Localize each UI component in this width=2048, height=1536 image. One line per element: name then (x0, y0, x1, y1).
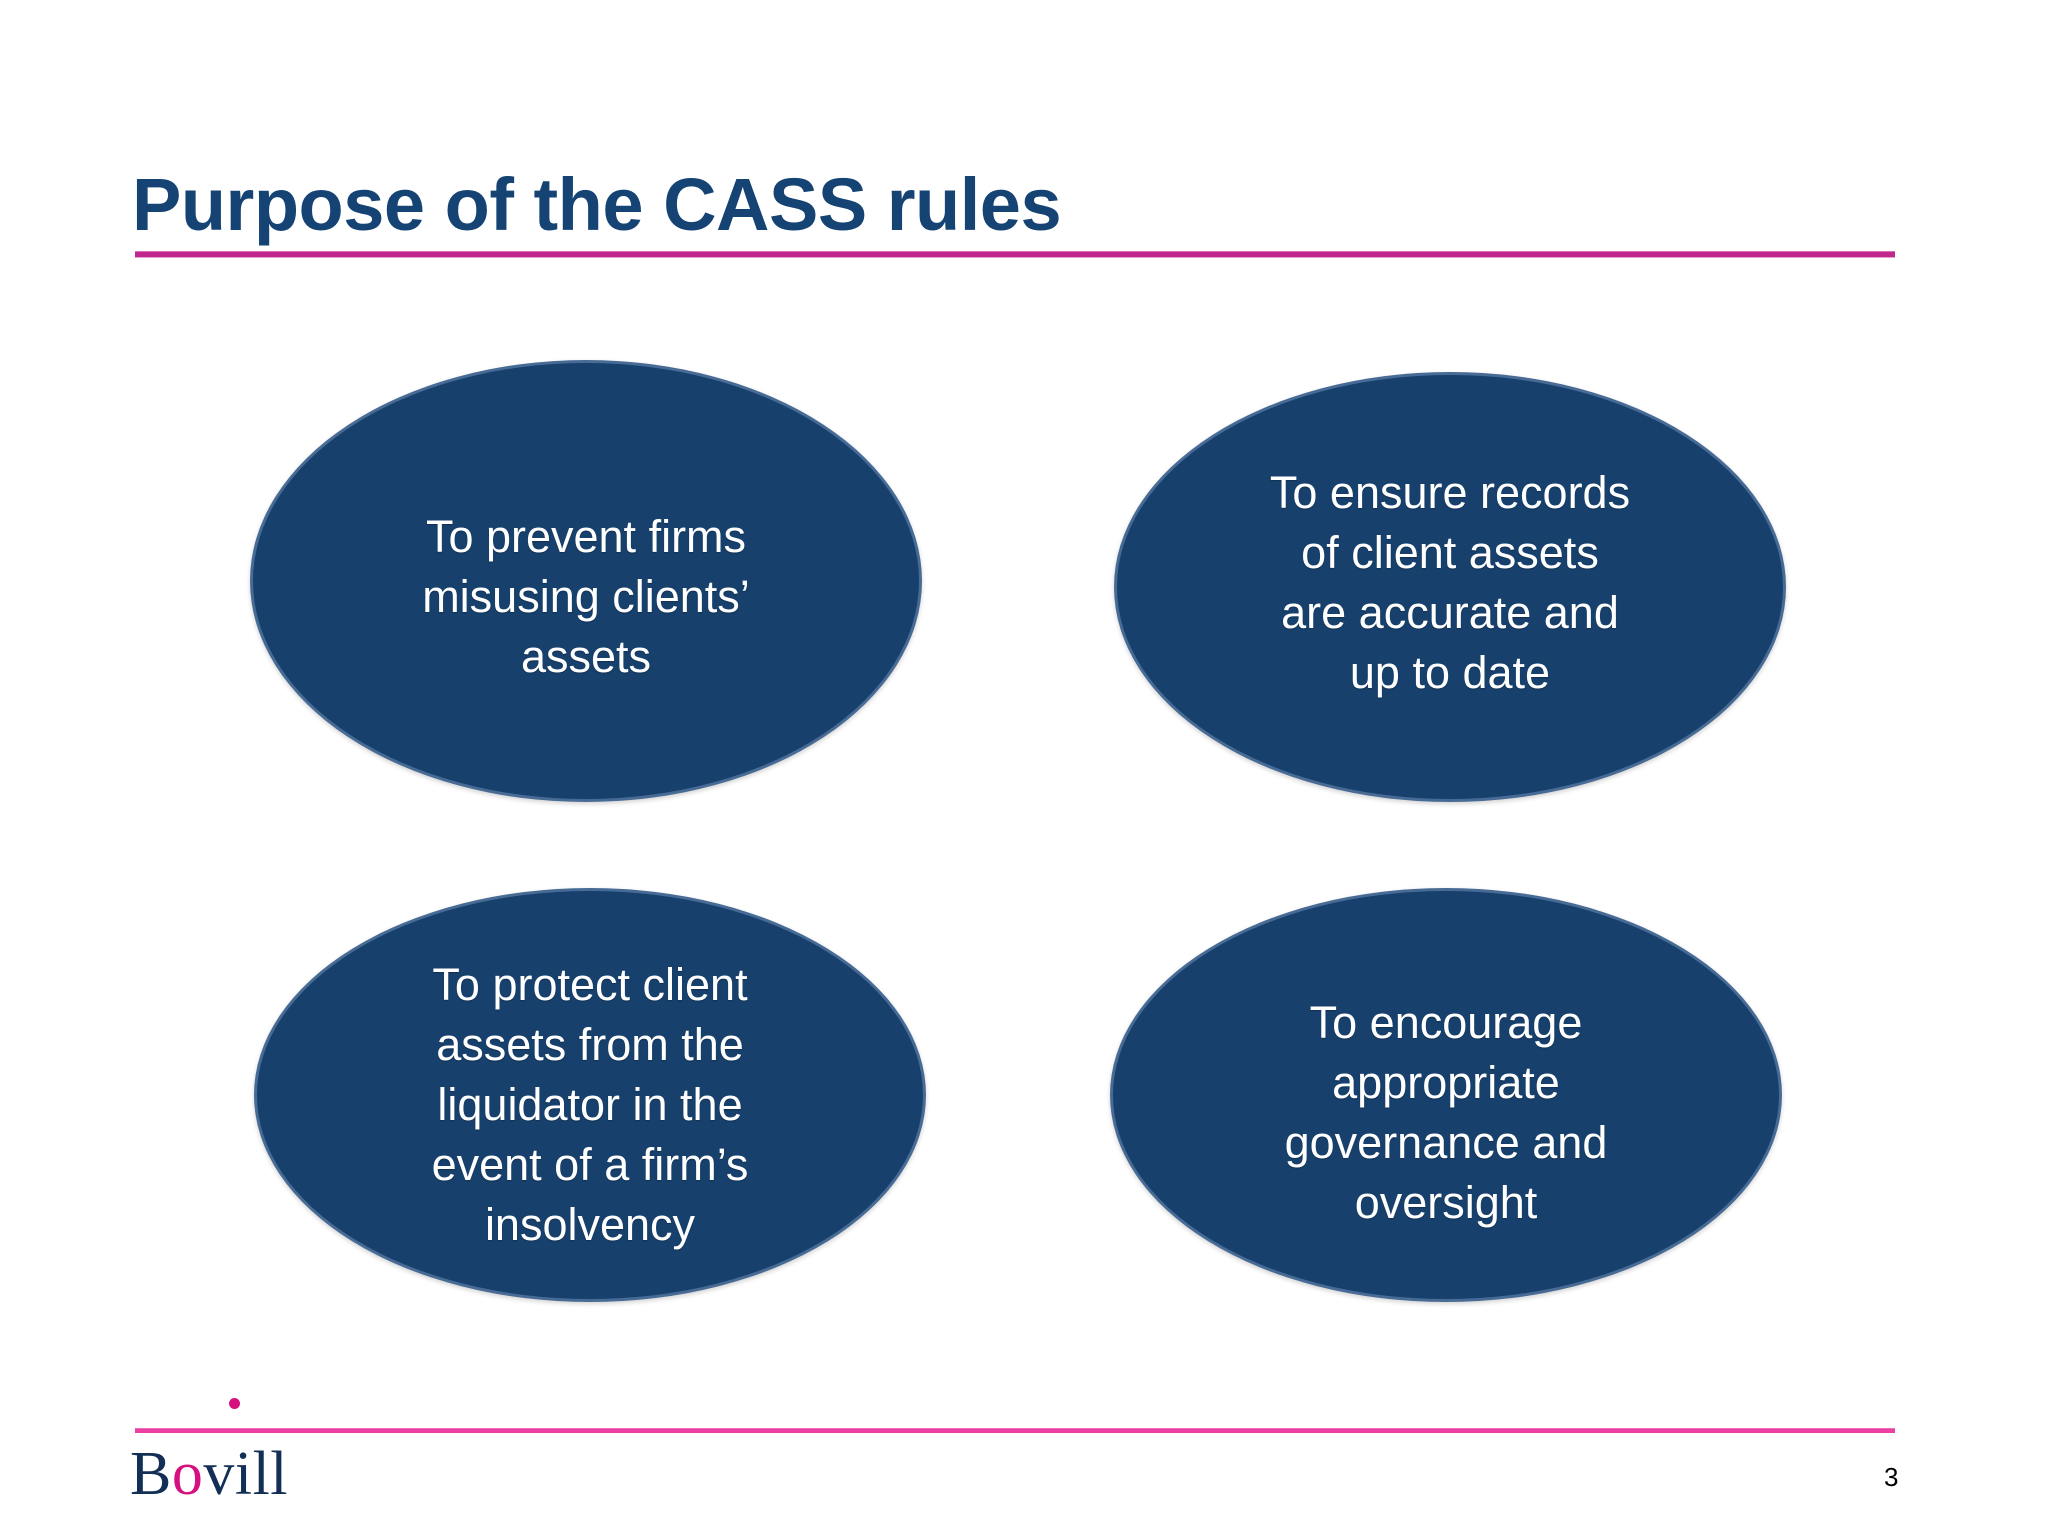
purpose-ellipse-label: To prevent firms misusing clients’ asset… (422, 511, 750, 682)
purpose-ellipse-governance-oversight[interactable]: To encourage appropriate governance and … (1110, 888, 1782, 1302)
purpose-ellipse-label: To protect client assets from the liquid… (431, 959, 749, 1250)
logo-accent-letter: o (171, 1440, 204, 1508)
purpose-ellipse-accurate-records[interactable]: To ensure records of client assets are a… (1114, 372, 1786, 802)
logo-tail-text: vill (203, 1440, 289, 1508)
page-title: Purpose of the CASS rules (132, 162, 1062, 246)
logo-dot-icon (229, 1398, 241, 1409)
logo-lead-letter: B (130, 1440, 172, 1508)
page-number: 3 (1884, 1462, 1899, 1492)
purpose-ellipse-label: To ensure records of client assets are a… (1269, 467, 1631, 698)
purpose-ellipse-protect-from-liquidator[interactable]: To protect client assets from the liquid… (254, 888, 926, 1302)
purpose-ellipse-prevent-misuse[interactable]: To prevent firms misusing clients’ asset… (250, 360, 922, 802)
header-divider-rule (135, 251, 1895, 258)
footer-divider-rule (135, 1428, 1895, 1433)
purpose-ellipse-label: To encourage appropriate governance and … (1284, 997, 1608, 1228)
logo-tail-letters: vill (203, 1398, 289, 1508)
